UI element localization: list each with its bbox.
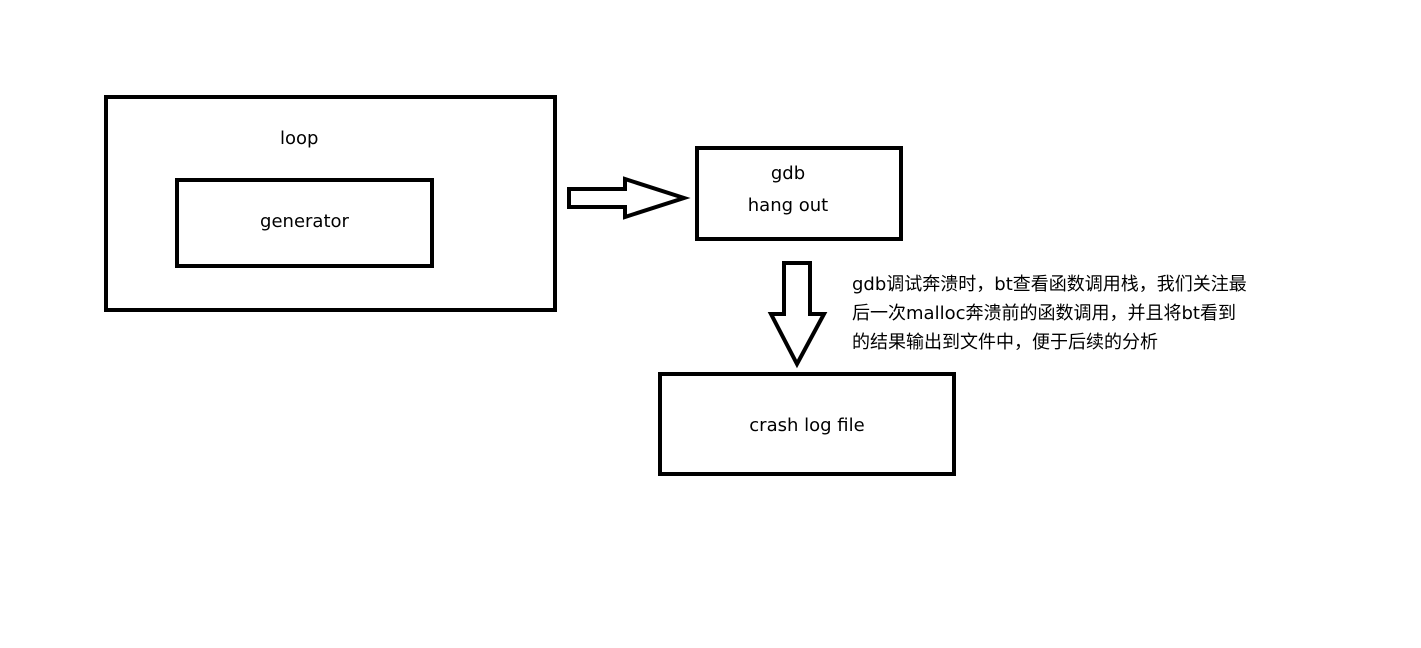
annotation-text: gdb调试奔溃时，bt查看函数调用栈，我们关注最 后一次malloc奔溃前的函数… bbox=[852, 270, 1262, 357]
gdb-hang-out-label: hang out bbox=[747, 195, 829, 216]
crash-log-label: crash log file bbox=[749, 415, 865, 436]
annotation-line: gdb调试奔溃时，bt查看函数调用栈，我们关注最 bbox=[852, 274, 1247, 295]
arrow-right-icon bbox=[567, 176, 691, 220]
gdb-box bbox=[695, 146, 903, 241]
gdb-label: gdb bbox=[770, 163, 806, 184]
generator-box bbox=[175, 178, 434, 268]
loop-label: loop bbox=[280, 128, 319, 149]
generator-label: generator bbox=[260, 211, 349, 232]
arrow-down-icon bbox=[767, 261, 828, 369]
loop-box bbox=[104, 95, 557, 312]
annotation-line: 的结果输出到文件中，便于后续的分析 bbox=[852, 332, 1158, 353]
crash-log-box bbox=[658, 372, 956, 476]
annotation-line: 后一次malloc奔溃前的函数调用，并且将bt看到 bbox=[852, 303, 1236, 324]
